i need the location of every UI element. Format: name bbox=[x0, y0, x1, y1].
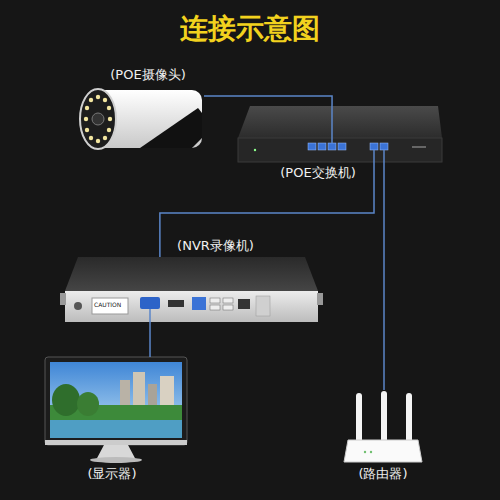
poe-camera-part bbox=[84, 117, 88, 121]
poe-switch-part bbox=[331, 105, 333, 143]
poe-camera-part bbox=[89, 136, 93, 140]
monitor-part bbox=[52, 384, 80, 416]
poe-camera-part bbox=[85, 128, 89, 132]
poe-camera-part bbox=[92, 113, 104, 125]
nvr-recorder-part bbox=[92, 298, 128, 314]
monitor bbox=[45, 357, 187, 463]
network-cable bbox=[149, 322, 151, 357]
camera-device: (POE摄像头) bbox=[80, 86, 204, 152]
device-label: (显示器) bbox=[87, 466, 136, 482]
poe-camera-part bbox=[103, 98, 107, 102]
poe-switch-part bbox=[370, 143, 378, 150]
nvr-recorder-part bbox=[210, 298, 220, 303]
monitor-part bbox=[77, 392, 99, 416]
nvr-recorder-part bbox=[317, 293, 323, 305]
nvr-recorder-part bbox=[210, 305, 220, 310]
router-part bbox=[364, 451, 366, 453]
poe-switch-part bbox=[238, 138, 442, 162]
network-cable bbox=[383, 162, 385, 390]
monitor-part bbox=[45, 440, 187, 445]
poe-switch-part bbox=[383, 150, 385, 162]
router-part bbox=[406, 393, 412, 443]
network-cable bbox=[204, 96, 332, 105]
poe-camera-part bbox=[140, 108, 202, 148]
router-device: (路由器) bbox=[343, 390, 423, 463]
poe-camera-part bbox=[107, 128, 111, 132]
diagram-title: 连接示意图 bbox=[0, 12, 500, 46]
poe-switch-part bbox=[412, 146, 426, 148]
router-part bbox=[370, 451, 372, 453]
router-part bbox=[381, 391, 387, 443]
poe-camera-part bbox=[103, 136, 107, 140]
nvr-recorder-part bbox=[65, 257, 318, 291]
monitor-part bbox=[90, 457, 142, 463]
poe-switch-part bbox=[308, 143, 316, 150]
monitor-device: (显示器) bbox=[45, 357, 187, 463]
poe-camera bbox=[80, 89, 202, 149]
nvr-recorder bbox=[60, 257, 323, 322]
monitor-part bbox=[45, 357, 187, 445]
poe-camera-part bbox=[96, 95, 100, 99]
nvr-recorder-part bbox=[140, 297, 160, 309]
poe-switch-part bbox=[338, 143, 346, 150]
router bbox=[344, 391, 422, 462]
recorder-device: (NVR录像机) bbox=[65, 257, 318, 322]
poe-switch-part bbox=[373, 150, 375, 162]
poe-camera-part bbox=[85, 106, 89, 110]
nvr-recorder-part bbox=[74, 302, 82, 310]
monitor-part bbox=[160, 376, 174, 410]
poe-camera-part bbox=[89, 98, 93, 102]
poe-camera-part bbox=[107, 106, 111, 110]
nvr-recorder-part bbox=[223, 298, 233, 303]
nvr-recorder-part bbox=[238, 299, 250, 309]
device-label: (NVR录像机) bbox=[177, 238, 254, 254]
nvr-recorder-part bbox=[65, 291, 318, 322]
device-label: (路由器) bbox=[358, 466, 407, 482]
poe-switch-part bbox=[380, 143, 388, 150]
nvr-recorder-part bbox=[168, 300, 184, 307]
router-part bbox=[344, 440, 422, 462]
poe-switch-part bbox=[318, 143, 326, 150]
nvr-recorder-part bbox=[192, 297, 206, 310]
poe-camera-part bbox=[108, 117, 112, 121]
nvr-recorder-part bbox=[223, 305, 233, 310]
poe-camera-part bbox=[80, 89, 116, 149]
router-part bbox=[356, 393, 362, 443]
monitor-part bbox=[50, 420, 182, 438]
poe-camera-part bbox=[96, 139, 100, 143]
nvr-recorder-part bbox=[256, 296, 270, 316]
nvr-recorder-part bbox=[60, 293, 66, 305]
poe-switch-part bbox=[254, 149, 256, 151]
poe-switch bbox=[238, 105, 442, 162]
network-cable bbox=[160, 162, 374, 257]
monitor-part bbox=[133, 372, 145, 410]
nvr-recorder-part bbox=[149, 309, 151, 322]
sticker-text: CAUTION bbox=[94, 302, 121, 308]
poe-switch-part bbox=[238, 106, 442, 138]
device-label: (POE摄像头) bbox=[110, 67, 185, 83]
switch-device: (POE交换机) bbox=[238, 105, 442, 162]
monitor-part bbox=[50, 362, 182, 438]
device-label: (POE交换机) bbox=[280, 165, 355, 181]
poe-switch-part bbox=[328, 143, 336, 150]
